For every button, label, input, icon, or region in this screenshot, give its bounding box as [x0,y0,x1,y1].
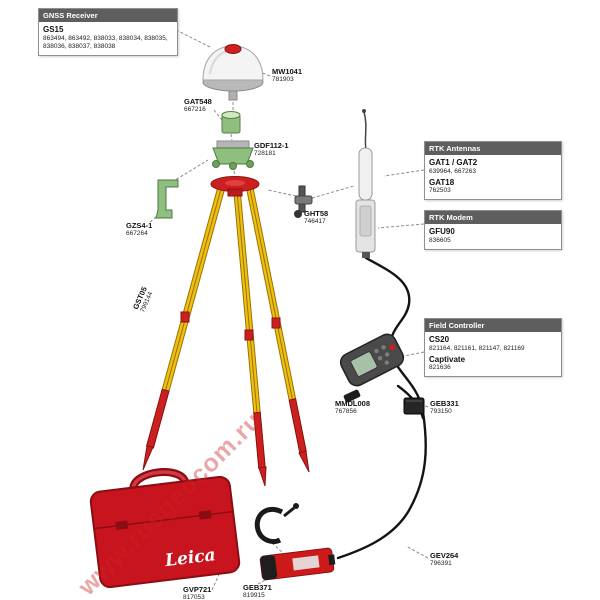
label-mw1041-name: MW1041 [272,67,303,76]
battery-geb331 [403,397,425,415]
label-geb371-name: GEB371 [243,583,272,592]
gnss-receiver-dome [202,44,264,101]
gnss-receiver-model: GS15 [43,25,64,34]
usb-stick [343,389,361,403]
transport-case: Leica [89,468,241,589]
tribrach [212,140,254,170]
panel-rtk-antennas-header: RTK Antennas [425,142,561,155]
rtk-modem-parts: 836605 [429,236,451,244]
field-controller-parts1: 821164, 821161, 821147, 821169 [429,344,525,352]
battery-geb371 [259,547,336,581]
label-ght58-name: GHT58 [304,209,329,218]
ght58-bracket [294,185,313,218]
rtk-antennas-model2: GAT18 [429,177,455,187]
field-controller-model2: Captivate [429,354,466,364]
label-gvp721-name: GVP721 [183,585,212,594]
field-controller-device [339,333,405,387]
label-mw1041-part: 781903 [272,76,294,84]
gnss-receiver-parts: 863494, 863492, 838033, 838034, 838035, … [43,34,168,50]
panel-rtk-modem-header: RTK Modem [425,211,561,224]
label-ght58: GHT58 746417 [304,209,329,226]
rtk-modem-model: GFU90 [429,227,455,236]
label-mmdl008-name: MMDL008 [335,399,371,408]
panel-gnss-receiver: GNSS Receiver GS15 863494, 863492, 83803… [38,8,178,56]
field-controller-parts2: 821636 [429,364,451,372]
label-gdf112-name: GDF112-1 [254,141,289,150]
label-gdf112-part: 728181 [254,150,276,158]
label-geb371: GEB371 819915 [243,583,272,600]
label-geb331-part: 793150 [430,408,452,416]
rtk-antenna [355,109,376,258]
label-gvp721: GVP721 817053 [183,585,212,600]
label-gev264: GEV264 796391 [430,551,459,568]
label-gzs4-part: 667264 [126,230,148,238]
label-gev264-name: GEV264 [430,551,459,560]
rtk-antennas-parts2: 762503 [429,187,451,195]
panel-rtk-modem: RTK Modem GFU90 836605 [424,210,562,250]
label-gzs4-name: GZS4-1 [126,221,153,230]
label-geb331: GEB331 793150 [430,399,459,416]
rtk-antennas-parts1: 639964, 667263 [429,167,476,175]
label-mmdl008-part: 767856 [335,408,357,416]
label-gat548-part: 667216 [184,106,206,114]
panel-field-controller-header: Field Controller [425,319,561,332]
label-ght58-part: 746417 [304,218,326,226]
label-gdf112: GDF112-1 728181 [254,141,289,158]
field-controller-model1: CS20 [429,335,450,344]
label-gat548: GAT548 667216 [184,97,212,114]
rtk-antennas-model1: GAT1 / GAT2 [429,158,478,167]
panel-rtk-antennas: RTK Antennas GAT1 / GAT2 639964, 667263 … [424,141,562,201]
leader-lines [149,29,429,591]
label-gev264-part: 796391 [430,560,452,568]
panel-gnss-receiver-header: GNSS Receiver [39,9,177,22]
tripod [142,176,310,487]
label-gzs4: GZS4-1 667264 [126,221,153,238]
panel-field-controller: Field Controller CS20 821164, 821161, 82… [424,318,562,378]
label-mmdl008: MMDL008 767856 [335,399,371,416]
label-mw1041: MW1041 781903 [272,67,303,84]
pole-clamp [254,503,299,545]
antenna-adapter [221,111,241,134]
label-geb331-name: GEB331 [430,399,459,408]
label-gvp721-part: 817053 [183,594,205,600]
label-geb371-part: 819915 [243,592,265,600]
label-gat548-name: GAT548 [184,97,212,106]
carrier-hook [155,179,179,219]
